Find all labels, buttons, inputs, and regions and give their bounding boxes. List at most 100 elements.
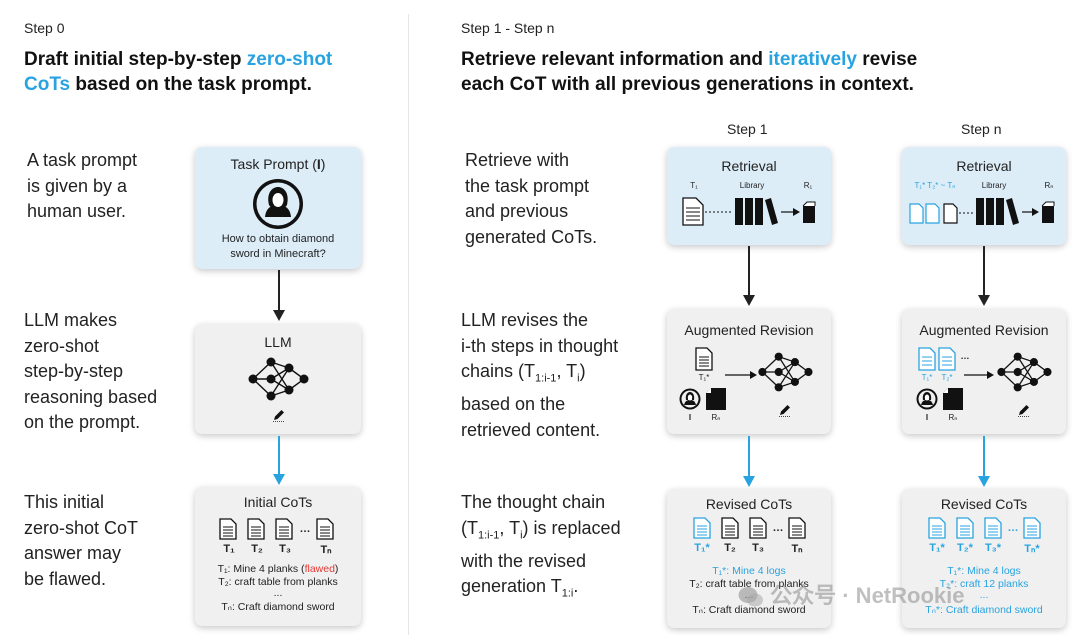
arrow-right-icon — [725, 371, 757, 379]
augmented-revision-title: Augmented Revision — [919, 322, 1049, 338]
task-question-line2: sword in Minecraft? — [230, 248, 326, 260]
replaced-generation-sub: 1:i — [561, 587, 574, 600]
replaced-chain-tail-sub: i — [520, 529, 523, 542]
step0-heading-text: Draft initial step-by-step — [24, 49, 247, 70]
task-description-line: is given by a — [27, 175, 128, 196]
watermark-text: 公众号 · NetRookie — [770, 583, 965, 608]
llm-description-line: reasoning based — [24, 386, 158, 407]
revise-chain-tail-sub: i — [577, 372, 580, 385]
section-divider — [408, 14, 409, 635]
retrieval-t-label: T₁* T₂* ~ Tₙ — [914, 181, 956, 190]
t2-label: T₂* — [957, 542, 973, 554]
revised-cot-line2: T₂: craft table from planks — [689, 578, 809, 590]
replaced-description: The thought chain (T1:i-1, Ti) is replac… — [461, 490, 621, 607]
step0-label: Step 0 — [24, 20, 65, 36]
revise-chain-sub: 1:i-1 — [535, 372, 557, 385]
step0-heading-highlight-zero-shot: zero-shot — [246, 49, 333, 70]
replaced-description-line: (T1:i-1, Ti) is replaced — [461, 516, 621, 549]
retrieve-description-line: generated CoTs. — [465, 226, 598, 247]
t3-label: T₃ — [752, 542, 764, 554]
revised-cots-card-stepn: Revised CoTs … T₁* T₂* T₃* Tₙ* T₁*: Mine… — [902, 489, 1066, 628]
document-icon — [316, 518, 334, 540]
replaced-chain-text: (T — [461, 517, 478, 538]
neural-network-icon — [248, 357, 309, 401]
arrow-down-blue-icon — [978, 436, 990, 487]
col-step1-label: Step 1 — [727, 121, 768, 137]
step1n-label: Step 1 - Step n — [461, 20, 555, 36]
revise-chain-close: ) — [579, 361, 586, 381]
retrieval-title: Retrieval — [956, 158, 1012, 174]
initial-cots-card: Initial CoTs … T₁ T₂ T₃ Tₙ T₁: Mine 4 pl… — [195, 487, 361, 626]
initial-cot-line1-close: ) — [334, 563, 339, 575]
t2-label: T₂ — [251, 543, 263, 555]
document-icon — [275, 518, 293, 540]
tn-label: Tₙ* — [1024, 543, 1040, 555]
step1n-heading-text-end: revise — [856, 49, 918, 70]
initial-cot-line1: T₁: Mine 4 planks (flawed) — [195, 563, 361, 575]
revised-document-icon — [693, 517, 711, 539]
augmented-revision-card-stepn: Augmented Revision … T₁* T₂* I Rₙ — [902, 309, 1066, 434]
task-description-line: A task prompt — [27, 150, 138, 170]
initial-description-line: answer may — [24, 543, 122, 563]
llm-description-line: step-by-step — [24, 361, 124, 381]
llm-description-line: zero-shot — [24, 335, 100, 356]
library-label: Library — [981, 181, 1007, 190]
aug-doc-label: T₂* — [941, 373, 953, 382]
step0-heading-text-end: based on the task prompt. — [70, 74, 312, 95]
initial-cot-line4: Tₙ: Craft diamond sword — [221, 601, 335, 613]
flawed-tag: flawed — [304, 563, 335, 575]
replaced-description-line: with the revised — [461, 550, 587, 571]
ellipsis-icon: … — [299, 523, 311, 535]
revised-cot-line1: T₁*: Mine 4 logs — [947, 565, 1021, 577]
document-icon — [788, 517, 806, 539]
replaced-chain-close: ) is replaced — [522, 517, 621, 538]
revise-chain-text: chains (T — [461, 361, 536, 381]
replaced-chain-tail: , T — [499, 517, 521, 538]
retrieved-doc-icon — [706, 388, 726, 410]
initial-cots-title: Initial CoTs — [243, 494, 313, 510]
replaced-chain-sub: 1:i-1 — [478, 529, 500, 542]
initial-cot-line2: T₂: craft table from planks — [218, 576, 338, 588]
revise-description: LLM revises the i-th steps in thought ch… — [461, 308, 618, 443]
t3-label: T₃* — [984, 542, 1002, 554]
llm-card-title: LLM — [264, 334, 292, 350]
task-prompt-title-close: ) — [320, 156, 326, 172]
t3-label: T₃ — [279, 543, 291, 555]
task-prompt-card: Task Prompt (I) How to obtain diamond sw… — [195, 147, 361, 269]
t1-label: T₁ — [223, 543, 235, 555]
document-icon — [749, 517, 767, 539]
document-icon — [695, 347, 713, 371]
document-icon — [721, 517, 739, 539]
neural-network-icon — [758, 352, 813, 392]
retrieve-description-line: the task prompt — [465, 175, 590, 196]
retrieve-description-line: Retrieve with — [465, 150, 570, 170]
step0-heading-highlight-cots: CoTs — [24, 74, 71, 95]
t1-label: T₁* — [929, 542, 945, 554]
retrieval-t-label: T₁ — [690, 181, 698, 190]
pencil-icon — [779, 405, 791, 417]
replaced-generation-close: . — [573, 576, 579, 597]
step1n-heading-line2: each CoT with all previous generations i… — [461, 74, 914, 95]
initial-description: This initial zero-shot CoT answer may be… — [24, 490, 138, 592]
revised-document-icon — [956, 517, 974, 539]
aug-doc-label: T₁* — [698, 373, 710, 382]
revise-description-line: retrieved content. — [461, 419, 601, 440]
initial-description-line: be flawed. — [24, 568, 107, 589]
replaced-generation-text: generation T — [461, 576, 562, 597]
step0-heading: Draft initial step-by-step zero-shot CoT… — [24, 47, 404, 97]
llm-description: LLM makes zero-shot step-by-step reasoni… — [24, 308, 157, 436]
retrieve-description: Retrieve with the task prompt and previo… — [465, 148, 597, 250]
document-icon — [247, 518, 265, 540]
revised-cots-title: Revised CoTs — [940, 496, 1028, 512]
step1n-heading-highlight: iteratively — [768, 49, 857, 70]
aug-doc-label: T₁* — [921, 373, 933, 382]
step1n-heading-text: Retrieve relevant information and — [461, 49, 769, 70]
retrieval-flow-icon — [682, 197, 816, 226]
revised-cot-line4: Tₙ: Craft diamond sword — [692, 604, 806, 616]
tn-label: Tₙ — [791, 543, 803, 555]
augmented-revision-title: Augmented Revision — [684, 322, 814, 338]
pencil-icon — [273, 410, 285, 422]
arrow-down-icon — [743, 246, 755, 306]
initial-cot-line1-text: T₁: Mine 4 planks ( — [217, 563, 305, 575]
task-prompt-title-text: Task Prompt ( — [230, 156, 317, 172]
